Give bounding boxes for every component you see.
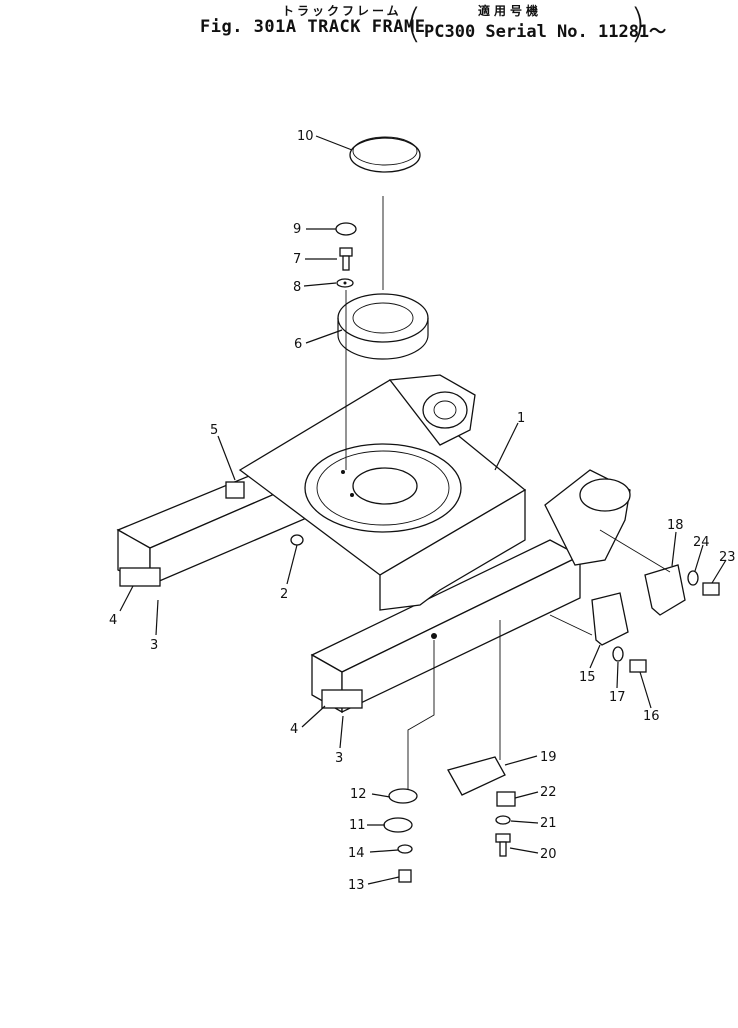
callout-7: 7 — [293, 252, 301, 267]
bolt-22-shank — [499, 841, 507, 857]
swing-ring-10-inner — [352, 136, 418, 166]
swing-ring-10 — [349, 137, 421, 173]
title-area: トラックフレーム 適用号機 Fig. 301A TRACK FRAME ( PC… — [0, 0, 738, 52]
track-frame — [116, 374, 631, 714]
callout-8: 8 — [293, 280, 301, 295]
bolt-16 — [629, 659, 647, 673]
bracket-5 — [225, 481, 245, 499]
callout-21: 19 — [540, 750, 557, 765]
callout-3b: 3 — [335, 751, 343, 766]
callout-17: 17 — [609, 690, 626, 705]
callout-14: 14 — [348, 846, 365, 861]
center-body-front — [379, 488, 526, 611]
callout-4b: 4 — [290, 722, 298, 737]
japanese-title: トラックフレーム — [282, 4, 402, 18]
callout-23: 21 — [540, 816, 557, 831]
cover-11 — [383, 817, 413, 833]
callout-5: 5 — [210, 423, 218, 438]
leader-lines — [119, 135, 727, 885]
bolt-7-head — [339, 247, 353, 257]
washer-23 — [495, 815, 511, 825]
washer-20 — [687, 570, 699, 586]
callout-19: 23 — [719, 550, 736, 565]
plug-2 — [290, 534, 304, 546]
spacer-6-bore — [352, 302, 414, 334]
right-frame-foot — [321, 689, 363, 709]
spacer-24 — [496, 791, 516, 807]
bolt-19 — [702, 582, 720, 596]
serial-applicability: PC300 Serial No. 11281～ — [424, 22, 667, 42]
callout-4a: 4 — [109, 613, 117, 628]
bracket-21 — [447, 756, 506, 796]
callout-3a: 3 — [150, 638, 158, 653]
callout-1: 1 — [517, 411, 525, 426]
callout-24: 22 — [540, 785, 557, 800]
close-paren: ) — [630, 1, 646, 47]
callout-2: 2 — [280, 587, 288, 602]
open-paren: ( — [406, 1, 422, 47]
callout-10: 10 — [297, 129, 314, 144]
japanese-applicable-label: 適用号機 — [478, 4, 543, 18]
front-idler-boss — [579, 478, 631, 512]
rear-bracket-boss — [422, 391, 468, 429]
rear-bracket-bore — [433, 400, 457, 420]
callout-11: 11 — [349, 818, 366, 833]
callout-12: 12 — [350, 787, 367, 802]
callout-labels: 10 9 7 8 6 1 5 2 4 3 4 3 12 11 14 13 19 … — [109, 129, 736, 893]
bolt-7-shank — [342, 255, 350, 271]
bolt-22-head — [495, 833, 511, 843]
callout-13: 13 — [348, 878, 365, 893]
callout-20: 24 — [693, 535, 710, 550]
swing-circle-bolt-ring — [316, 450, 450, 526]
washer-17 — [612, 646, 624, 662]
plug-9 — [335, 222, 357, 236]
callout-22: 20 — [540, 847, 557, 862]
washer-14 — [397, 844, 413, 854]
bolt-13 — [398, 869, 412, 883]
left-frame-foot — [119, 567, 161, 587]
callout-6: 6 — [294, 337, 302, 352]
callout-16: 16 — [643, 709, 660, 724]
callout-18: 18 — [667, 518, 684, 533]
spacer-6-top — [337, 293, 429, 343]
plate-15 — [591, 592, 629, 646]
callout-9: 9 — [293, 222, 301, 237]
figure-title: Fig. 301A TRACK FRAME — [200, 17, 426, 37]
gasket-12 — [388, 788, 418, 804]
swing-circle-bore — [352, 467, 418, 505]
plate-18 — [644, 564, 686, 616]
callout-15: 15 — [579, 670, 596, 685]
